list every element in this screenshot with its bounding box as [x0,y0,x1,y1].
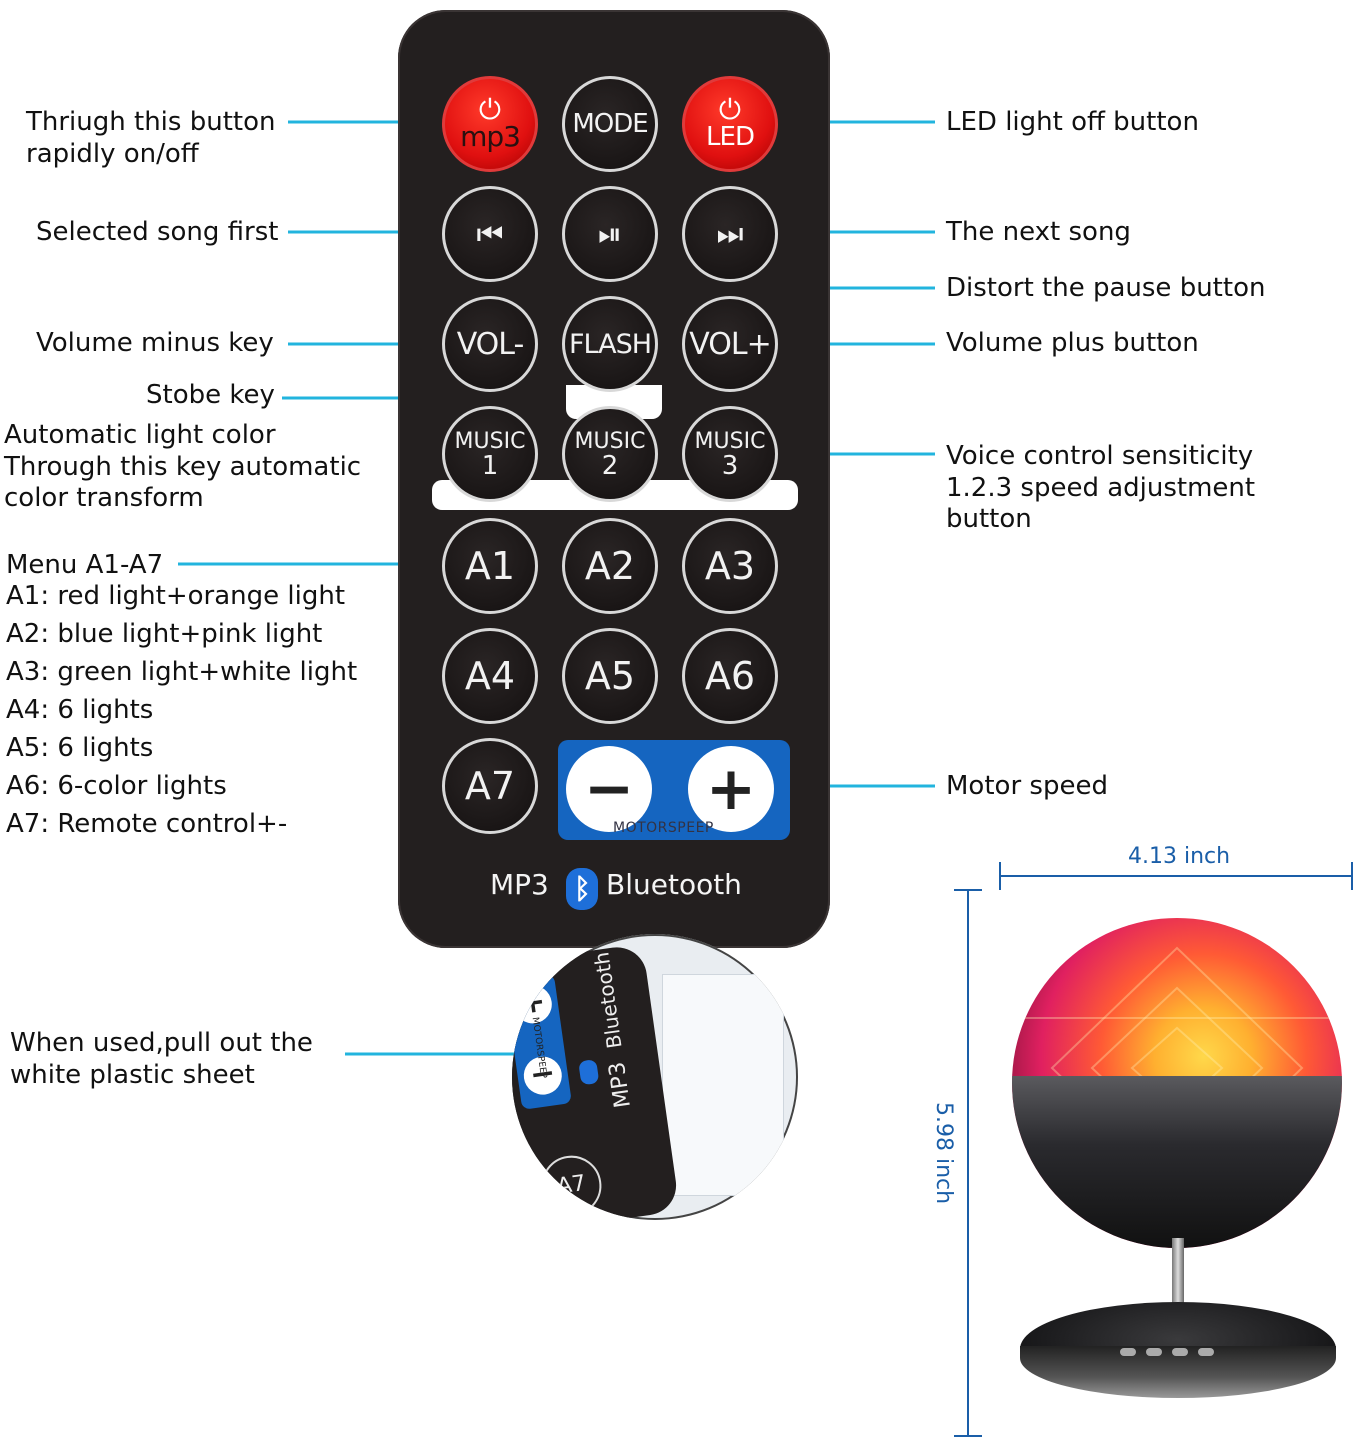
music-1-button[interactable]: MUSIC 1 [442,406,538,502]
label-prev-song: Selected song first [36,217,279,247]
label-auto-color-line3: color transform [4,483,204,513]
menu-a2: A2: blue light+pink light [6,619,323,649]
zoom-brand-mp3: MP3 [604,1060,636,1110]
label-vol-plus: Volume plus button [946,328,1199,358]
base-button-icon [1172,1348,1188,1356]
plastic-sheet [662,974,784,1196]
a2-label: A2 [584,544,636,588]
mode-button[interactable]: MODE [562,76,658,172]
label-power-mp3-line2: rapidly on/off [26,139,199,169]
base-button-icon [1198,1348,1214,1356]
mp3-power-button[interactable]: ⏻ mp3 [442,76,538,172]
label-auto-color-line2: Through this key automatic [4,452,362,482]
zoom-detail: + − MOTORSPEEP MP3 Bluetooth A7 [512,934,798,1220]
label-voice-line1: Voice control sensiticity [946,441,1254,471]
led-power-label: LED [706,122,755,152]
width-dimension: 4.13 inch [1128,844,1231,869]
next-track-button[interactable]: ⏭ [682,186,778,282]
brand-mp3: MP3 [490,868,549,901]
vol-minus-label: VOL- [456,326,525,362]
music-2-label: MUSIC [574,429,646,454]
lamp-base-controls [1120,1348,1250,1360]
zoom-bluetooth-icon [578,1059,600,1086]
a1-label: A1 [464,544,516,588]
menu-a3: A3: green light+white light [6,657,358,687]
music-3-number: 3 [721,451,739,481]
motor-plus-button[interactable]: + [688,746,774,832]
music-2-button[interactable]: MUSIC 2 [562,406,658,502]
disco-ball-lamp-globe [1012,918,1342,1248]
label-pull-sheet-line2: white plastic sheet [10,1060,255,1090]
prev-track-icon: ⏮ [476,216,504,252]
power-icon: ⏻ [478,93,502,126]
flash-label: FLASH [568,328,652,360]
motor-minus-button[interactable]: − [566,746,652,832]
next-track-icon: ⏭ [716,216,744,252]
height-dimension: 5.98 inch [931,1102,956,1205]
music-1-number: 1 [481,451,499,481]
music-1-label: MUSIC [454,429,526,454]
menu-a4: A4: 6 lights [6,695,154,725]
a2-button[interactable]: A2 [562,518,658,614]
vol-minus-button[interactable]: VOL- [442,296,538,392]
zoom-motor-panel: + − MOTORSPEEP [512,974,572,1110]
menu-a7: A7: Remote control+- [6,809,288,839]
a3-label: A3 [704,544,756,588]
menu-a5: A5: 6 lights [6,733,154,763]
label-next-song: The next song [946,217,1131,247]
plus-icon: + [705,754,757,824]
base-button-icon [1120,1348,1136,1356]
a3-button[interactable]: A3 [682,518,778,614]
motor-speed-caption: MOTORSPEEP [613,820,714,836]
mode-label: MODE [572,109,648,139]
label-strobe: Stobe key [146,380,275,410]
base-button-icon [1146,1348,1162,1356]
flash-button[interactable]: FLASH [562,296,658,392]
menu-a6: A6: 6-color lights [6,771,227,801]
zoom-brand-bt: Bluetooth [589,950,627,1051]
motor-speed-panel: − + MOTORSPEEP [558,740,790,840]
zoom-remote-body: + − MOTORSPEEP MP3 Bluetooth A7 [512,943,680,1220]
prev-track-button[interactable]: ⏮ [442,186,538,282]
a7-label: A7 [464,764,516,808]
label-auto-color-line1: Automatic light color [4,420,276,450]
label-voice-line2: 1.2.3 speed adjustment [946,473,1256,503]
menu-a1: A1: red light+orange light [6,581,346,611]
brand-bluetooth: Bluetooth [606,868,742,901]
mp3-power-label: mp3 [460,120,521,153]
zoom-a7-button: A7 [537,1151,606,1220]
music-2-number: 2 [601,451,619,481]
play-pause-icon: ⏯ [598,216,622,252]
a4-button[interactable]: A4 [442,628,538,724]
a6-button[interactable]: A6 [682,628,778,724]
a4-label: A4 [464,654,516,698]
a5-label: A5 [584,654,636,698]
vol-plus-label: VOL+ [689,326,771,362]
a7-button[interactable]: A7 [442,738,538,834]
a5-button[interactable]: A5 [562,628,658,724]
label-pause: Distort the pause button [946,273,1266,303]
label-motor-speed: Motor speed [946,771,1108,801]
power-icon-led: ⏻ [718,93,742,126]
music-3-label: MUSIC [694,429,766,454]
music-3-button[interactable]: MUSIC 3 [682,406,778,502]
menu-title: Menu A1-A7 [6,550,164,580]
remote-control: ⏻ mp3 MODE ⏻ LED ⏮ ⏯ ⏭ VOL- FLASH VOL+ M… [398,10,830,948]
vol-plus-button[interactable]: VOL+ [682,296,778,392]
a1-button[interactable]: A1 [442,518,538,614]
label-voice-line3: button [946,504,1032,534]
label-vol-minus: Volume minus key [36,328,274,358]
play-pause-button[interactable]: ⏯ [562,186,658,282]
label-pull-sheet-line1: When used,pull out the [10,1028,313,1058]
label-led-off: LED light off button [946,107,1199,137]
a6-label: A6 [704,654,756,698]
dimension-lines [954,862,1353,1437]
led-power-button[interactable]: ⏻ LED [682,76,778,172]
minus-icon: − [583,754,635,824]
bluetooth-icon: ᛒ [566,868,598,910]
label-power-mp3-line1: Thriugh this button [26,107,276,137]
